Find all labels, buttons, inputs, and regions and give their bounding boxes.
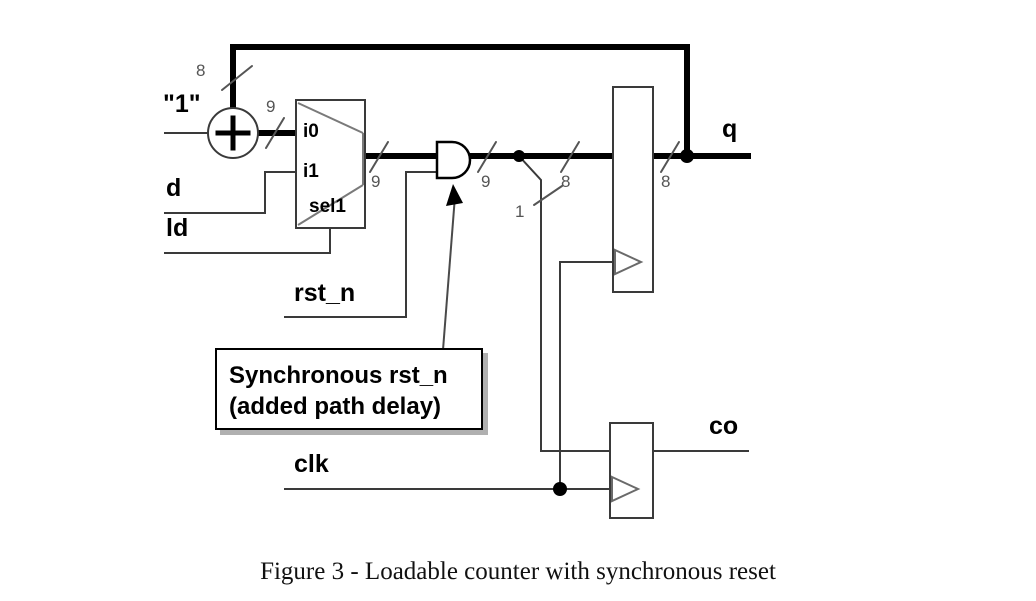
slash-carry-bit: [533, 185, 563, 206]
mux-port-i1: i1: [303, 161, 319, 182]
annotation-line-2: (added path delay): [229, 393, 442, 420]
label-clk-input: clk: [294, 450, 329, 478]
label-rst-n-input: rst_n: [294, 279, 356, 307]
width-reg-out: 8: [661, 172, 671, 191]
width-feedback: 8: [196, 61, 206, 80]
slash-adder-out: [265, 117, 285, 149]
label-co-output: co: [709, 412, 739, 440]
annotation-line-1: Synchronous rst_n: [229, 362, 448, 389]
annotation-callout-box: Synchronous rst_n (added path delay): [215, 348, 483, 430]
width-reg-in: 8: [561, 172, 571, 191]
label-q-output: q: [722, 115, 738, 143]
label-ld-input: ld: [166, 214, 189, 242]
callout-pointer: [442, 195, 456, 351]
adder-symbol: [207, 107, 259, 159]
mux-port-sel1: sel1: [309, 196, 346, 217]
slash-reg-in: [560, 141, 580, 173]
junction-carry-tap: [513, 150, 525, 162]
label-constant-one: "1": [163, 90, 201, 118]
callout-arrowhead: [446, 184, 463, 206]
figure-caption: Figure 3 - Loadable counter with synchro…: [260, 558, 776, 585]
slash-mux-out: [369, 141, 389, 173]
width-mux-out: 9: [371, 172, 381, 191]
wire-carry-bit: [517, 154, 611, 452]
bus-feedback: [230, 44, 690, 159]
mux-symbol: [295, 99, 366, 229]
slash-and-out: [477, 141, 497, 173]
register-co-symbol: [609, 422, 654, 519]
wire-ld-input: [164, 227, 331, 254]
register-q-symbol: [612, 86, 654, 293]
wire-rst-n-input: [284, 171, 438, 318]
junction-q-feedback: [680, 149, 694, 163]
slash-feedback: [221, 65, 253, 91]
and-gate-symbol: [435, 140, 472, 180]
junction-clk-split: [553, 482, 567, 496]
wire-clk-branch-q: [559, 261, 614, 490]
width-adder-out: 9: [266, 97, 276, 116]
width-and-out: 9: [481, 172, 491, 191]
wire-d-input: [164, 171, 297, 214]
slash-reg-out: [660, 141, 680, 173]
mux-port-i0: i0: [303, 121, 319, 142]
label-d-input: d: [166, 174, 182, 202]
width-carry-bit: 1: [515, 202, 525, 221]
